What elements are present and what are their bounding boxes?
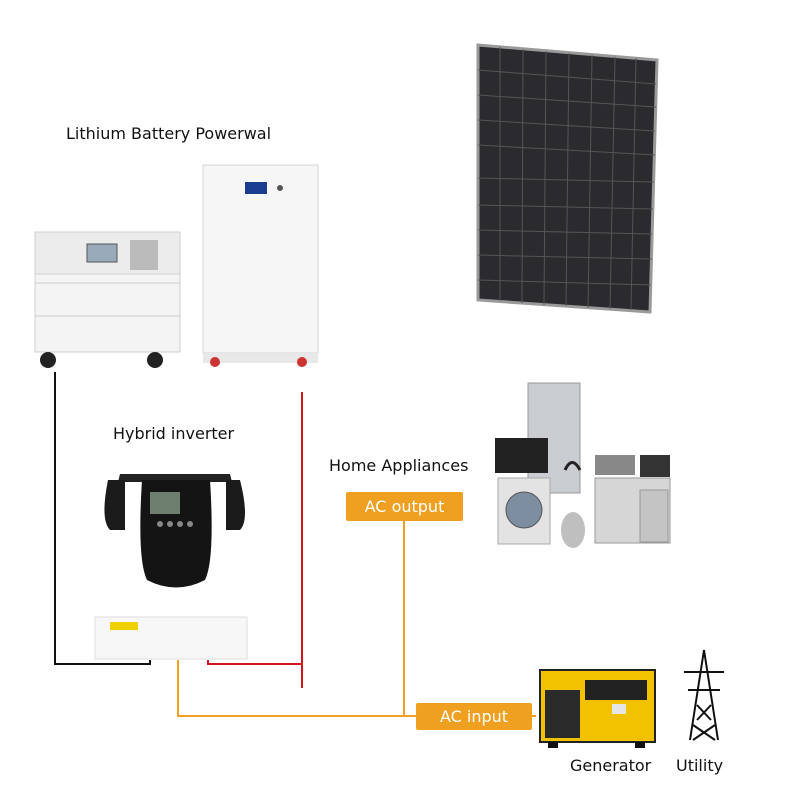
- ac-output-tag: AC output: [346, 492, 463, 521]
- appliances-label: Home Appliances: [329, 456, 469, 475]
- dc-negative-wire: [54, 372, 151, 665]
- generator-label: Generator: [570, 756, 652, 775]
- battery-label: Lithium Battery Powerwal: [66, 124, 272, 143]
- utility-label: Utility: [676, 756, 724, 775]
- ac-input-tag: AC input: [416, 703, 532, 730]
- inverter-label: Hybrid inverter: [113, 424, 235, 443]
